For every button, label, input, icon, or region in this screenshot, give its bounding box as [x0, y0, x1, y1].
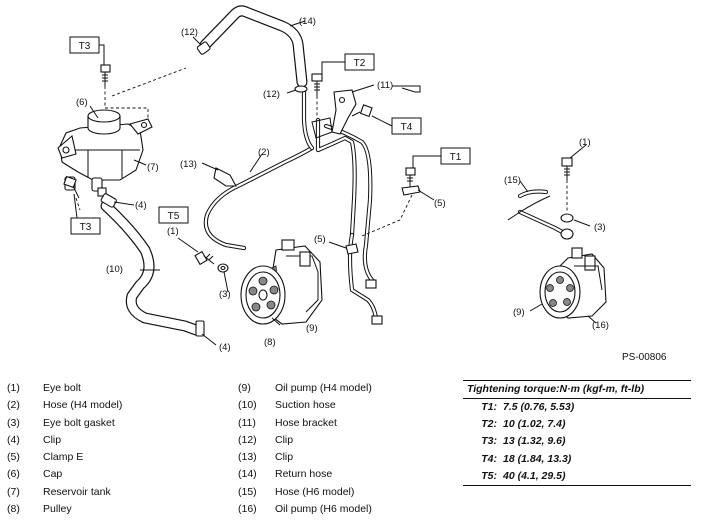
- torque-table: Tightening torque:N·m (kgf-m, ft-lb) T1:…: [463, 380, 691, 487]
- cap: [87, 109, 121, 135]
- legend-item: (9)Oil pump (H4 model): [238, 382, 372, 394]
- legend-item: (15)Hose (H6 model): [238, 485, 355, 498]
- callout-4-b: (4): [219, 342, 231, 353]
- callout-10: (10): [106, 264, 123, 275]
- callout-5-b: (5): [434, 198, 446, 209]
- eye-bolt-gasket-h6: [560, 213, 574, 240]
- bolt-t1: [405, 167, 416, 188]
- callout-11: (11): [377, 80, 393, 91]
- legend-item: (14)Return hose: [238, 468, 333, 481]
- bolt-t3-top: [100, 64, 111, 86]
- torque-row: T1:7.5 (0.76, 5.53): [481, 401, 575, 413]
- legend-left: (1)Eye bolt (2)Hose (H4 model) (3)Eye bo…: [7, 380, 122, 518]
- torque-tag-t4: T4: [371, 115, 422, 135]
- eye-bolt-gasket: [217, 263, 229, 273]
- callouts: (12) (14) (12) (11) (6) (7) (4) (2) (13)…: [76, 16, 609, 353]
- legend-item: (16)Oil pump (H6 model): [238, 503, 372, 516]
- suction-hose: [100, 200, 202, 336]
- callout-1-b: (1): [579, 137, 591, 148]
- svg-text:T3: T3: [80, 222, 92, 233]
- svg-text:T1: T1: [450, 152, 462, 163]
- svg-text:T5: T5: [168, 211, 180, 222]
- torque-tag-t5: T5: [158, 206, 189, 224]
- torque-row: T2:10 (1.02, 7.4): [481, 418, 566, 431]
- callout-12-mid: (12): [263, 89, 280, 100]
- torque-tag-t2: T2: [321, 53, 375, 74]
- legend-item: (4)Clip: [7, 433, 62, 446]
- callout-16: (16): [592, 320, 609, 331]
- callout-7: (7): [147, 162, 159, 173]
- torque-row: T3:13 (1.32, 9.6): [481, 435, 566, 448]
- hose-bracket: [311, 89, 357, 139]
- legend-item: (1)Eye bolt: [7, 382, 81, 394]
- reservoir-tank: [57, 118, 153, 181]
- clip-13: [213, 167, 237, 187]
- pulley: [240, 265, 286, 325]
- callout-12-top: (12): [181, 27, 198, 38]
- legend-item: (3)Eye bolt gasket: [7, 416, 115, 429]
- callout-8: (8): [264, 337, 276, 348]
- clip-4-suction: [100, 193, 205, 337]
- callout-9-a: (9): [306, 323, 318, 334]
- callout-3-a: (3): [219, 289, 231, 300]
- torque-tag-t1: T1: [412, 147, 471, 168]
- legend-item: (13)Clip: [238, 451, 294, 464]
- callout-2: (2): [258, 147, 270, 158]
- torque-tag-t3-bottom: T3: [70, 193, 101, 235]
- eye-bolt-t5: [194, 250, 215, 266]
- callout-4-a: (4): [135, 200, 147, 211]
- callout-9-b: (9): [513, 307, 525, 318]
- torque-row: T4:18 (1.84, 13.3): [481, 452, 572, 465]
- hose-h6: [507, 189, 569, 237]
- callout-13: (13): [180, 159, 197, 170]
- torque-tag-t3-top: T3: [69, 36, 105, 65]
- callout-6: (6): [76, 97, 88, 108]
- figure-code: PS-00806: [622, 352, 667, 363]
- callout-15: (15): [504, 175, 521, 186]
- eye-bolt-h6: [561, 157, 573, 212]
- clamp-e: [345, 185, 421, 255]
- callout-1-a: (1): [167, 226, 179, 237]
- legend-middle: (9)Oil pump (H4 model) (10)Suction hose …: [238, 380, 372, 518]
- bolt-t4: [351, 104, 373, 118]
- leader-lines: [89, 20, 597, 346]
- bolt-t3-bottom: [63, 175, 80, 199]
- power-steering-exploded-diagram: T3 T3 T2 T4 T1 T5 (12) (14) (12) (11) (6…: [57, 5, 609, 353]
- callout-3-b: (3): [594, 222, 606, 233]
- callout-5-a: (5): [314, 234, 326, 245]
- torque-row: T5:40 (4.1, 29.5): [463, 468, 691, 487]
- legend-item: (6)Cap: [7, 468, 63, 481]
- legend-item: (10)Suction hose: [238, 399, 336, 412]
- pulley-h6: [539, 265, 581, 319]
- callout-14: (14): [299, 16, 316, 27]
- legend-item: (11)Hose bracket: [238, 416, 337, 429]
- return-hose: [199, 5, 308, 88]
- svg-text:T3: T3: [79, 41, 91, 52]
- bolt-t2: [311, 73, 323, 118]
- legend-item: (8)Pulley: [7, 503, 72, 516]
- svg-text:T4: T4: [401, 122, 413, 133]
- legend-item: (2)Hose (H4 model): [7, 399, 123, 412]
- clip-12-mid: [294, 85, 308, 93]
- legend-item: (12)Clip: [238, 433, 294, 446]
- legend-item: (5)Clamp E: [7, 451, 84, 464]
- torque-table-title: Tightening torque:N·m (kgf-m, ft-lb): [463, 380, 691, 399]
- legend-item: (7)Reservoir tank: [7, 485, 111, 498]
- svg-text:T2: T2: [354, 58, 366, 69]
